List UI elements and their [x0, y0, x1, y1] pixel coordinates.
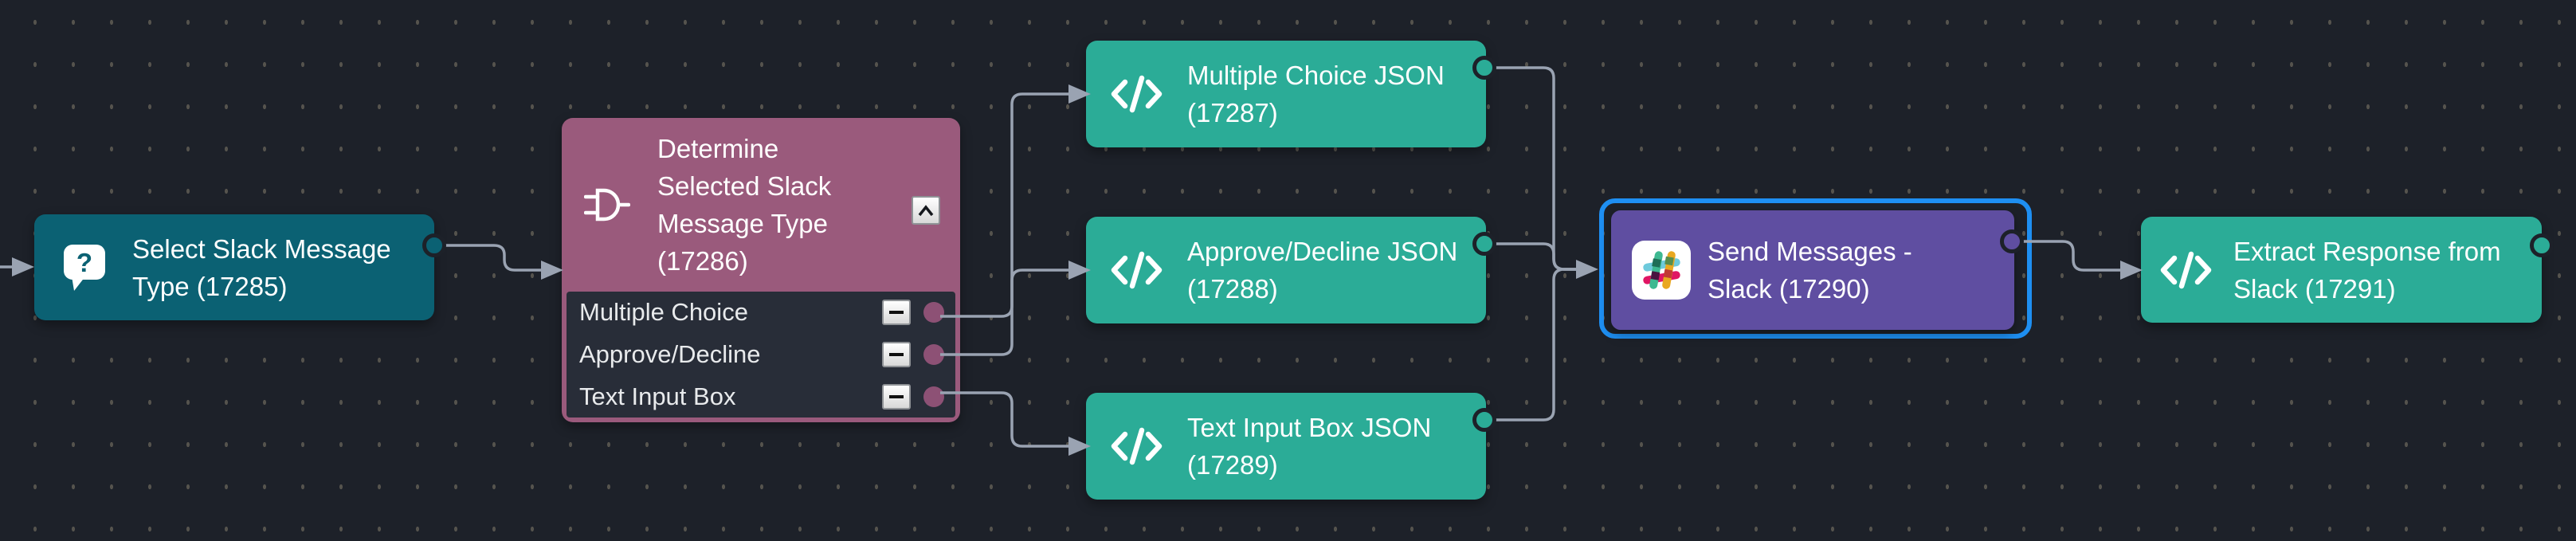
- output-label: Text Input Box: [579, 382, 736, 410]
- router-output-row: Approve/Decline: [567, 334, 955, 375]
- output-label: Approve/Decline: [579, 339, 761, 368]
- output-port-approve-decline[interactable]: [923, 343, 944, 365]
- arrowhead: [2120, 261, 2143, 280]
- node-extract-response-from-slack[interactable]: Extract Response from Slack (17291): [2141, 217, 2542, 323]
- output-port-multiple-choice[interactable]: [923, 302, 944, 323]
- node-text-input-box-json[interactable]: Text Input Box JSON (17289): [1086, 393, 1486, 500]
- wire-json1-to-slack: [1484, 66, 1579, 271]
- output-port-approve-decline-json[interactable]: [1472, 232, 1496, 256]
- output-port-text-input-box[interactable]: [923, 386, 944, 407]
- selection-highlight: Send Messages - Slack (17290): [1599, 198, 2032, 339]
- output-port-select[interactable]: [422, 233, 446, 257]
- router-header: Determine Selected Slack Message Type (1…: [562, 118, 960, 292]
- wire-json3-to-slack: [1484, 268, 1579, 421]
- minus-icon: [889, 311, 904, 315]
- router-output-row: Text Input Box: [567, 376, 955, 418]
- remove-output-button[interactable]: [882, 300, 911, 326]
- svg-text:?: ?: [76, 248, 92, 277]
- arrowhead: [1576, 260, 1598, 279]
- router-output-row: Multiple Choice: [567, 292, 955, 333]
- wire-select-to-determine: [434, 244, 544, 272]
- node-determine-selected-slack-message-type[interactable]: Determine Selected Slack Message Type (1…: [562, 118, 960, 422]
- minus-icon: [889, 394, 904, 398]
- router-outputs-panel: Multiple Choice Approve/Decline Text Inp…: [567, 292, 955, 418]
- code-icon: [1111, 427, 1163, 465]
- output-port-send-messages-slack[interactable]: [2000, 229, 2024, 253]
- collapse-node-button[interactable]: [912, 196, 940, 225]
- node-title: Multiple Choice JSON (17287): [1187, 61, 1445, 127]
- code-icon: [1111, 251, 1163, 289]
- chevron-up-icon: [918, 204, 934, 216]
- arrowhead: [541, 261, 563, 280]
- node-title: Extract Response from Slack (17291): [2233, 236, 2501, 304]
- minus-icon: [889, 352, 904, 356]
- output-port-text-input-box-json[interactable]: [1472, 408, 1496, 432]
- plug-icon: [584, 188, 630, 221]
- arrowhead: [12, 257, 34, 276]
- node-title: Send Messages - Slack (17290): [1708, 237, 1912, 304]
- code-icon: [2160, 251, 2212, 288]
- node-send-messages-slack[interactable]: Send Messages - Slack (17290): [1611, 210, 2014, 330]
- remove-output-button[interactable]: [882, 341, 911, 367]
- node-multiple-choice-json[interactable]: Multiple Choice JSON (17287): [1086, 41, 1486, 147]
- node-select-slack-message-type[interactable]: ? Select Slack Message Type (17285): [34, 214, 434, 320]
- remove-output-button[interactable]: [882, 383, 911, 410]
- node-title: Text Input Box JSON (17289): [1187, 413, 1432, 480]
- output-port-multiple-choice-json[interactable]: [1472, 56, 1496, 80]
- slack-icon: [1632, 241, 1691, 300]
- node-title: Determine Selected Slack Message Type (1…: [657, 134, 832, 276]
- node-title: Select Slack Message Type (17285): [132, 233, 391, 301]
- code-icon: [1111, 75, 1163, 113]
- node-approve-decline-json[interactable]: Approve/Decline JSON (17288): [1086, 217, 1486, 323]
- output-port-extract-response[interactable]: [2530, 233, 2554, 257]
- question-bubble-icon: ?: [64, 244, 105, 291]
- output-label: Multiple Choice: [579, 298, 748, 327]
- wire-json2-to-slack: [1484, 242, 1579, 271]
- node-title: Approve/Decline JSON (17288): [1187, 237, 1458, 304]
